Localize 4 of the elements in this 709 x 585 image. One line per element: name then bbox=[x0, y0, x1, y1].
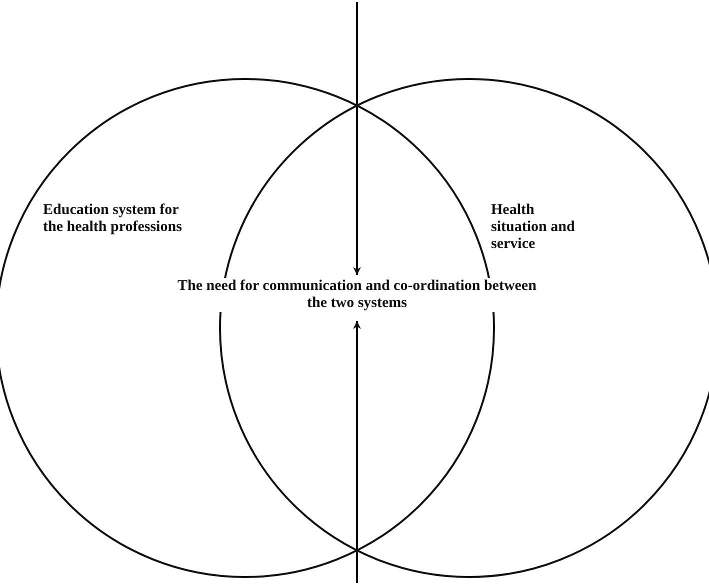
circle-label: Education system for the health professions bbox=[43, 202, 183, 236]
arrow bbox=[353, 2, 361, 275]
circle-label: Health situation and service bbox=[491, 202, 576, 253]
arrow bbox=[353, 321, 361, 583]
